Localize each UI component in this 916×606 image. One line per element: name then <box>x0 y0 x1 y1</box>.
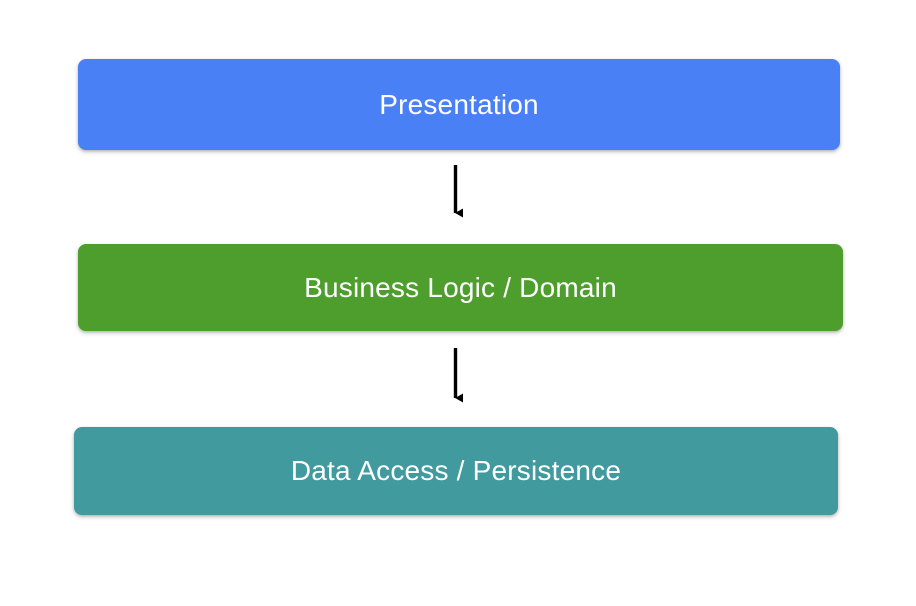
node-data-access[interactable]: Data Access / Persistence <box>74 427 838 515</box>
node-presentation-label: Presentation <box>379 88 539 120</box>
node-presentation[interactable]: Presentation <box>78 59 840 150</box>
node-business-logic-label: Business Logic / Domain <box>304 271 617 303</box>
node-data-access-label: Data Access / Persistence <box>290 455 622 486</box>
node-business-logic[interactable]: Business Logic / Domain <box>78 244 843 331</box>
